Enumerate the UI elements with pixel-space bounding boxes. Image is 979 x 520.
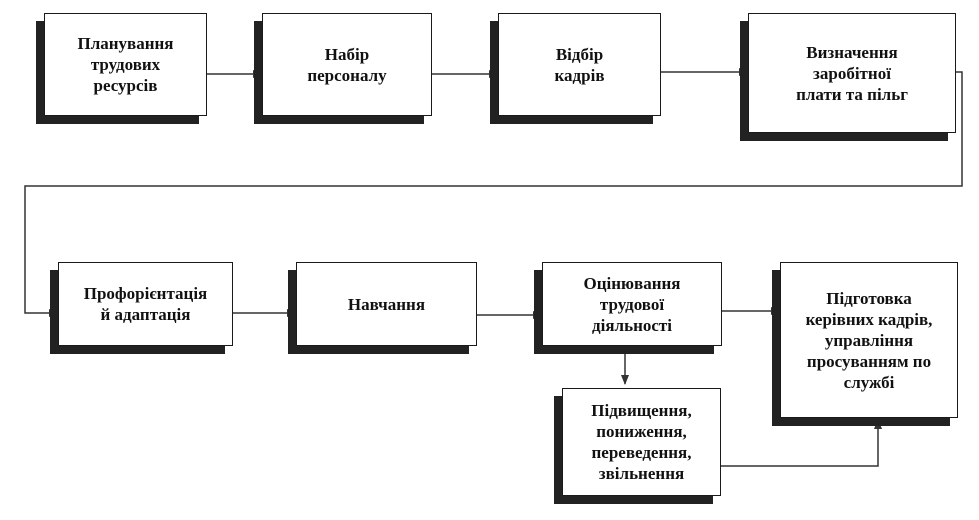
node-label-recruitment: Набір персоналу (307, 44, 387, 85)
node-selection: Відбір кадрів (490, 13, 661, 124)
node-label-movement: Підвищення, пониження, переведення, звіл… (591, 401, 692, 483)
node-box: Набір персоналу (262, 13, 432, 116)
node-box: Відбір кадрів (498, 13, 661, 116)
node-label-management: Підготовка керівних кадрів, управління п… (805, 288, 933, 392)
node-recruitment: Набір персоналу (254, 13, 432, 124)
node-box: Підвищення, пониження, переведення, звіл… (562, 388, 721, 496)
node-label-compensation: Визначення заробітної плати та пільг (796, 42, 908, 104)
node-label-planning: Планування трудових ресурсів (77, 34, 174, 95)
node-box: Планування трудових ресурсів (44, 13, 207, 116)
node-label-training: Навчання (347, 294, 426, 314)
node-label-selection: Відбір кадрів (554, 44, 605, 85)
node-compensation: Визначення заробітної плати та пільг (740, 13, 956, 141)
node-movement: Підвищення, пониження, переведення, звіл… (554, 388, 721, 504)
node-box: Навчання (296, 262, 477, 346)
node-box: Профорієнтація й адаптація (58, 262, 233, 346)
node-box: Підготовка керівних кадрів, управління п… (780, 262, 958, 418)
node-box: Визначення заробітної плати та пільг (748, 13, 956, 133)
node-management: Підготовка керівних кадрів, управління п… (772, 262, 958, 426)
node-box: Оцінювання трудової діяльності (542, 262, 722, 346)
node-appraisal: Оцінювання трудової діяльності (534, 262, 722, 354)
edge-compensation-to-orientation (24, 71, 963, 317)
node-training: Навчання (288, 262, 477, 354)
node-label-appraisal: Оцінювання трудової діяльності (583, 273, 681, 335)
node-label-orientation: Профорієнтація й адаптація (83, 284, 208, 324)
edge-movement-to-management (721, 419, 882, 467)
node-planning: Планування трудових ресурсів (36, 13, 207, 124)
node-orientation: Профорієнтація й адаптація (50, 262, 233, 354)
